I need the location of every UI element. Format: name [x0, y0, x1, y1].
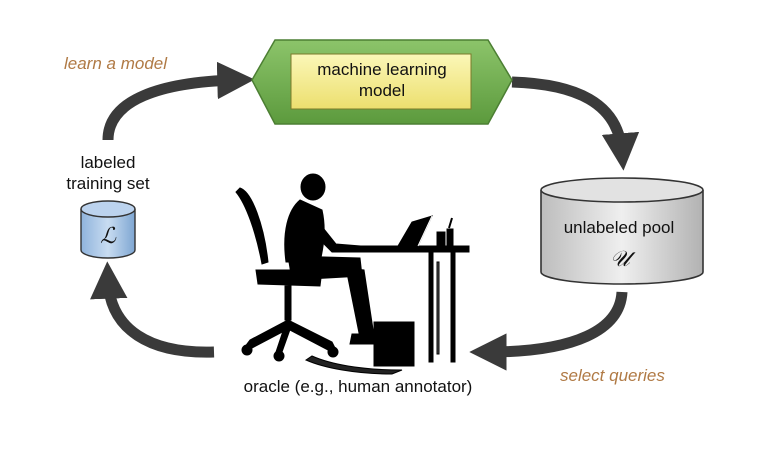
model-label: machine learning model: [292, 59, 472, 101]
oracle-silhouette: [235, 173, 470, 375]
labeled-set-cylinder: [80, 200, 136, 259]
model-label-line2: model: [358, 81, 406, 100]
arrow-learn-model: [102, 61, 255, 141]
arrow-model-to-pool: [511, 76, 640, 171]
model-label-line1: machine learning: [317, 60, 447, 79]
arrow-oracle-to-labeled: [90, 261, 215, 358]
labeled-set-label-line2: training set: [66, 174, 150, 193]
labeled-set-label: labeled training set: [52, 152, 164, 194]
unlabeled-pool-cylinder: [540, 177, 704, 285]
arrow-select-queries: [469, 291, 628, 371]
model-inner-box: [290, 53, 472, 110]
oracle-label: oracle (e.g., human annotator): [243, 377, 473, 396]
learn-model-label: learn a model: [64, 54, 168, 73]
select-queries-label: select queries: [560, 366, 665, 385]
labeled-set-symbol: ℒ: [100, 224, 117, 249]
labeled-set-label-line1: labeled: [80, 153, 136, 172]
unlabeled-pool-label: unlabeled pool: [564, 218, 675, 237]
